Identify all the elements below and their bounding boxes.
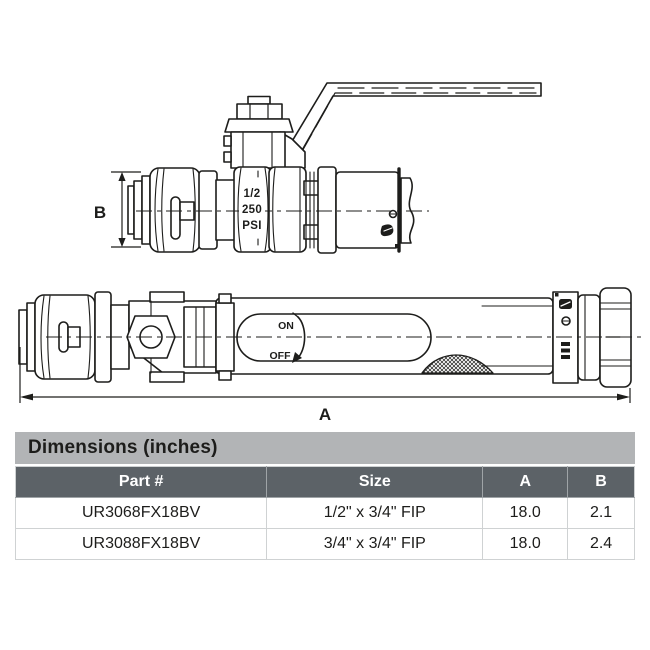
- col-header-part: Part #: [15, 466, 268, 498]
- on-off-arrow: [292, 312, 306, 363]
- size-cell: 3/4" x 3/4" FIP: [266, 528, 484, 560]
- dimensions-table-title: Dimensions (inches): [15, 432, 635, 464]
- dim-a-cell: 18.0: [482, 528, 569, 560]
- push-fit-connector-plan: [18, 291, 130, 383]
- table-row: UR3088FX18BV 3/4" x 3/4" FIP 18.0 2.4: [15, 528, 635, 560]
- size-cell: 1/2" x 3/4" FIP: [266, 497, 484, 529]
- table-row: UR3068FX18BV 1/2" x 3/4" FIP 18.0 2.1: [15, 497, 635, 529]
- release-clip-icon: [170, 196, 181, 240]
- dim-b-label: B: [94, 203, 106, 222]
- table-header-row: Part # Size A B: [15, 466, 635, 498]
- valve-psi-marking: PSI: [242, 220, 261, 232]
- valve-stem-bonnet: [223, 95, 306, 169]
- valve-size-marking: 1/2: [244, 188, 261, 200]
- col-header-b: B: [567, 466, 635, 498]
- part-number-cell: UR3068FX18BV: [15, 497, 268, 529]
- on-label: ON: [278, 320, 294, 332]
- dim-a-label: A: [319, 405, 331, 424]
- side-view-drawing: [127, 82, 542, 254]
- dimension-b: [111, 171, 141, 248]
- part-number-cell: UR3088FX18BV: [15, 528, 268, 560]
- grip-hatch-area: [421, 354, 494, 374]
- dim-b-cell: 2.4: [567, 528, 635, 560]
- product-technical-drawing: 1/2 250 PSI B: [18, 82, 641, 424]
- col-header-a: A: [482, 466, 569, 498]
- dim-b-cell: 2.1: [567, 497, 635, 529]
- dim-a-cell: 18.0: [482, 497, 569, 529]
- cert-mark-icon: [561, 342, 570, 359]
- col-header-size: Size: [266, 466, 484, 498]
- dimension-a: [19, 347, 631, 403]
- handle-tube: [215, 297, 554, 375]
- dimensions-table: Dimensions (inches) Part # Size A B UR30…: [15, 432, 635, 560]
- push-fit-connector-side: [127, 167, 201, 253]
- press-fitting-and-pipe: [303, 166, 415, 254]
- valve-handle-lever: [284, 82, 542, 162]
- connector-neck: [198, 170, 237, 250]
- valve-pressure-marking: 250: [242, 204, 262, 216]
- off-label: OFF: [270, 350, 292, 362]
